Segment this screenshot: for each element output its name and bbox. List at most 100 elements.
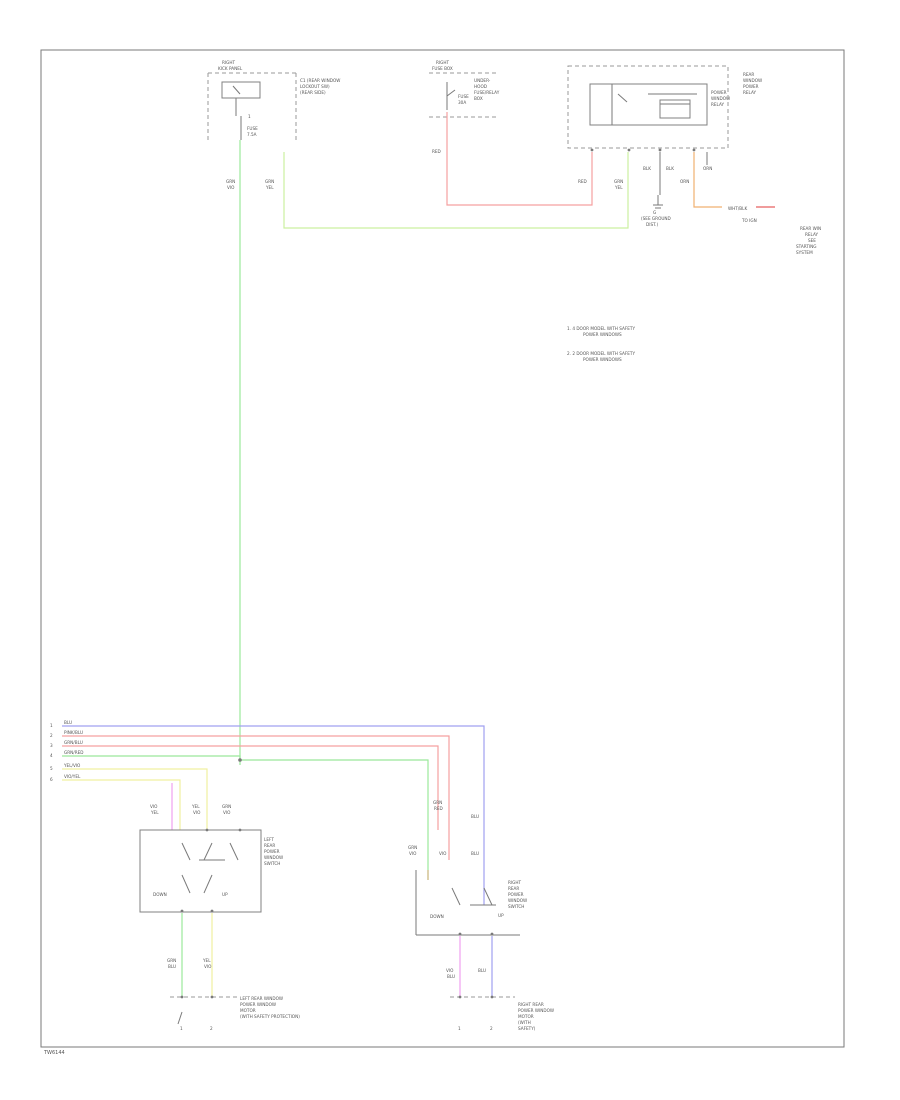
top-mid-name-3: FUSE/RELAY [474,90,500,95]
right-motor-pin-2: 2 [490,1026,493,1031]
top-mid-header-1: RIGHT [436,60,450,65]
top-left-header-2: KICK PANEL [218,66,243,71]
bus-line-1 [62,725,485,905]
relay-note-1: REAR WIN [800,226,821,231]
left-sw-pos-up: UP [222,892,228,897]
left-sw-top-label-2: YEL [191,804,200,809]
relay-name-2: WINDOW [743,78,762,83]
right-sw-name-5: SWITCH [508,904,524,909]
top-left-wire-label-1: GRN [226,179,235,184]
relay-name-7: RELAY [711,102,725,107]
right-motor-pin-1: 1 [458,1026,461,1031]
top-left-wire-label-2b: YEL [265,185,274,190]
top-right-relay: REAR WINDOW POWER RELAY POWER WINDOW REL… [567,65,821,255]
bus-pin-4: 4 [50,753,53,758]
top-left-connector: RIGHT KICK PANEL 1 C1 (REAR WINDOW LOCKO… [207,60,340,190]
relay-wire-blk-2: BLK [666,166,674,171]
page-code: TW6144 [43,1050,65,1056]
top-mid-wire-label: RED [432,149,441,154]
left-motor-name-1: LEFT REAR WINDOW [240,996,283,1001]
relay-note-4: STARTING [796,244,817,249]
relay-name-6: WINDOW [711,96,730,101]
bus-pin-6: 6 [50,777,53,782]
left-motor-pin-1: 1 [180,1026,183,1031]
relay-note-2: RELAY [805,232,819,237]
left-sw-top-label-2b: VIO [193,810,201,815]
left-sw-name-3: POWER [264,849,280,854]
top-left-wire-label-1b: VIO [227,185,235,190]
right-sw-side-1: GRN [408,845,417,850]
right-sw-top-label-2: VIO [439,851,447,856]
top-left-name-1: C1 (REAR WINDOW [300,78,340,83]
note-2-line-1: 2. 2 DOOR MODEL WITH SAFETY [567,351,635,356]
relay-name-4: RELAY [743,90,757,95]
notes: 1. 4 DOOR MODEL WITH SAFETY POWER WINDOW… [567,326,635,362]
left-sw-top-label-3b: VIO [223,810,231,815]
top-left-sub-2: 7.5A [247,132,257,137]
bus-line-3 [62,745,439,830]
top-left-pin-1: 1 [248,114,251,119]
left-sw-top-label-3: GRN [222,804,231,809]
top-mid-pin-1: FUSE [458,94,469,99]
note-2-line-2: POWER WINDOWS [583,357,622,362]
relay-wire-red: RED [578,179,587,184]
top-mid-connector: RIGHT FUSE BOX UNDER- HOOD FUSE/RELAY BO… [429,60,500,154]
relay-ground-label-1: G [653,210,656,215]
top-mid-name-2: HOOD [474,84,487,89]
left-sw-bottom-label-1: GRN [167,958,176,963]
relay-wire-blk-1: BLK [643,166,651,171]
top-mid-pin-2: 30A [458,100,466,105]
right-sw-pos-down: DOWN [430,914,444,919]
bus-pin-3: 3 [50,743,53,748]
right-sw-bottom-label-1b: BLU [447,974,455,979]
right-sw-bottom-label-1: VIO [446,968,454,973]
bus-label-5: YEL/VIO [63,763,81,768]
right-sw-top-label-1b: RED [434,806,443,811]
left-motor-name-4: (WITH SAFETY PROTECTION) [240,1014,300,1019]
bus-lines: 1 2 3 4 5 6 BLU PINK/BLU GRN/BLU GRN/RED… [50,720,485,905]
relay-name-3: POWER [743,84,759,89]
relay-wire-orn-2: ORN [703,166,712,171]
right-sw-bottom-label-2: BLU [478,968,486,973]
bus-line-6 [62,779,181,830]
right-sw-name-2: REAR [508,886,519,891]
right-motor-name-5: SAFETY) [518,1026,536,1031]
bus-label-2: PINK/BLU [64,730,83,735]
left-switch: VIO YEL YEL VIO GRN VIO DOWN UP LEFT REA… [139,783,300,1031]
top-left-header-1: RIGHT [222,60,236,65]
left-sw-top-label-1b: YEL [150,810,159,815]
left-sw-bottom-label-1b: BLU [168,964,176,969]
top-mid-name-1: UNDER- [474,78,491,83]
right-motor-name-4: (WITH [518,1020,531,1025]
note-1-line-1: 1. 4 DOOR MODEL WITH SAFETY [567,326,635,331]
relay-ground-label-2: (SEE GROUND [641,216,671,221]
wire-orange [693,152,722,208]
bus-label-3: GRN/BLU [64,740,83,745]
relay-wire-orn-1: ORN [680,179,689,184]
top-mid-name-4: BOX [474,96,483,101]
top-left-name-3: (REAR SIDE) [300,90,326,95]
bus-pin-1: 1 [50,723,53,728]
left-motor-name-2: POWER WINDOW [240,1002,276,1007]
relay-to-target: TO IGN [741,218,757,223]
left-sw-pos-down: DOWN [153,892,167,897]
relay-body [589,83,708,126]
right-motor-name-1: RIGHT REAR [518,1002,544,1007]
bus-pin-5: 5 [50,766,53,771]
relay-ground-label-3: DIST.) [646,222,659,227]
right-motor-name-3: MOTOR [518,1014,534,1019]
bus-splice [238,758,242,762]
right-sw-top-label-4: BLU [471,851,479,856]
right-sw-pos-up: UP [498,913,504,918]
right-sw-name-4: WINDOW [508,898,527,903]
left-sw-top-label-1: VIO [150,804,158,809]
right-sw-top-label-1: GRN [433,800,442,805]
bus-label-4: GRN/RED [64,750,83,755]
relay-wire-grn-2: YEL [614,185,623,190]
top-left-switch-body [221,81,261,99]
right-sw-top-label-3: BLU [471,814,479,819]
note-1-line-2: POWER WINDOWS [583,332,622,337]
left-motor-pin-2: 2 [210,1026,213,1031]
relay-name-1: REAR [743,72,754,77]
relay-outline [567,65,729,149]
